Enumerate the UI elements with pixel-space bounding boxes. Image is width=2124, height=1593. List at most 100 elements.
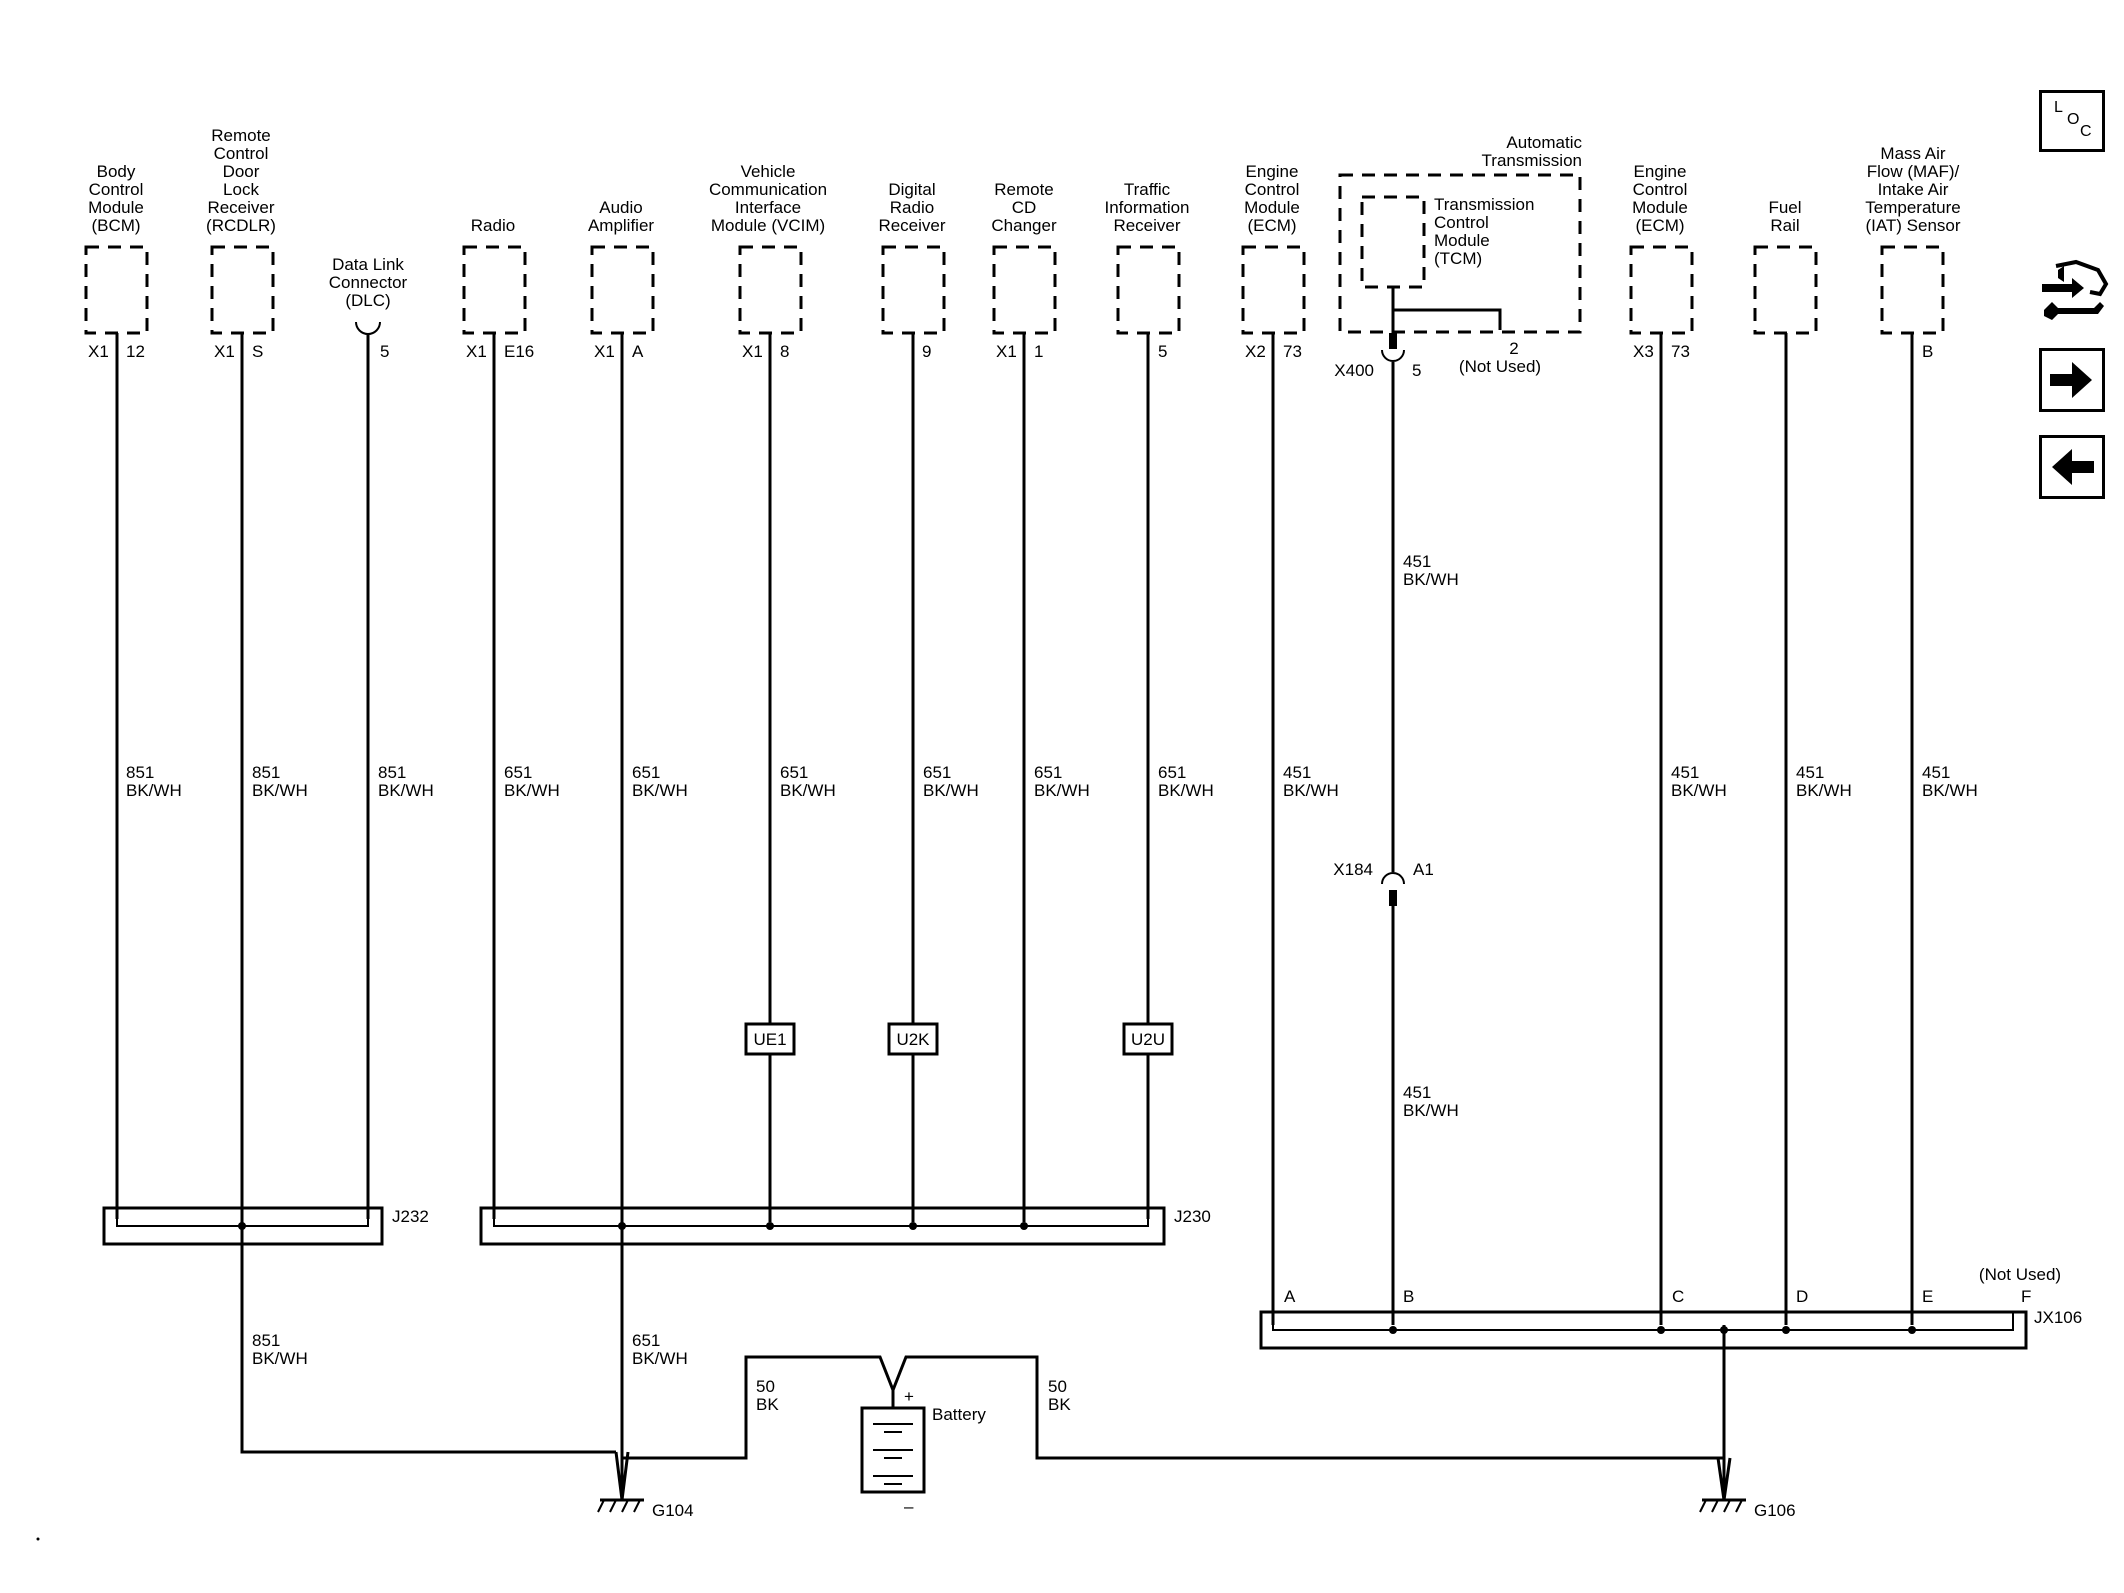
- wires: [115, 333, 1914, 1500]
- tcm-box[interactable]: [1360, 195, 1426, 289]
- svg-text:B: B: [1922, 342, 1933, 361]
- svg-text:851: 851: [252, 1331, 280, 1350]
- ground-g106[interactable]: G106: [1699, 1457, 1796, 1520]
- svg-text:Rail: Rail: [1770, 216, 1799, 235]
- component-box-rcdlr[interactable]: [210, 245, 275, 335]
- component-label-amp: Audio Amplifier: [588, 198, 654, 235]
- svg-text:E: E: [1922, 1287, 1933, 1306]
- svg-text:(TCM): (TCM): [1434, 249, 1482, 268]
- svg-text:Remote: Remote: [994, 180, 1054, 199]
- svg-text:Receiver: Receiver: [878, 216, 945, 235]
- svg-text:X3: X3: [1633, 342, 1654, 361]
- svg-text:Engine: Engine: [1246, 162, 1299, 181]
- svg-text:73: 73: [1671, 342, 1690, 361]
- splice-pack-j232[interactable]: J232: [102, 1206, 429, 1246]
- previous-page-button[interactable]: [2039, 435, 2105, 499]
- svg-text:Module: Module: [88, 198, 144, 217]
- svg-text:451: 451: [1922, 763, 1950, 782]
- splice-pack-jx106[interactable]: JX106 A B C D E F (Not Used): [1259, 1265, 2082, 1350]
- svg-text:Changer: Changer: [991, 216, 1057, 235]
- svg-text:BK/WH: BK/WH: [1403, 1101, 1459, 1120]
- transmission-box[interactable]: [1338, 173, 1582, 334]
- component-box-ecm-x2[interactable]: [1241, 245, 1306, 335]
- svg-text:Engine: Engine: [1634, 162, 1687, 181]
- component-box-cdc[interactable]: [992, 245, 1057, 335]
- svg-text:Communication: Communication: [709, 180, 827, 199]
- svg-text:Radio: Radio: [890, 198, 934, 217]
- next-page-button[interactable]: [2039, 348, 2105, 412]
- component-box-vcim[interactable]: [738, 245, 803, 335]
- svg-text:Module: Module: [1244, 198, 1300, 217]
- svg-text:A: A: [632, 342, 644, 361]
- svg-text:BK/WH: BK/WH: [1034, 781, 1090, 800]
- component-label-drr: Digital Radio Receiver: [878, 180, 945, 235]
- svg-text:Fuel: Fuel: [1768, 198, 1801, 217]
- svg-text:J232: J232: [392, 1207, 429, 1226]
- wire-rcdlr: [240, 333, 616, 1454]
- svg-text:Traffic: Traffic: [1124, 180, 1171, 199]
- svg-text:451: 451: [1403, 1083, 1431, 1102]
- svg-text:Amplifier: Amplifier: [588, 216, 654, 235]
- svg-text:Radio: Radio: [471, 216, 515, 235]
- component-label-ecm-x2: Engine Control Module (ECM): [1244, 162, 1300, 235]
- svg-text:BK/WH: BK/WH: [632, 1349, 688, 1368]
- svg-text:Vehicle: Vehicle: [741, 162, 796, 181]
- splice-box-ue1[interactable]: UE1: [744, 1022, 796, 1056]
- tcm-pin2-stub: [1391, 287, 1502, 330]
- svg-text:Control: Control: [1245, 180, 1300, 199]
- svg-text:CD: CD: [1012, 198, 1037, 217]
- arrow-right-icon: [2050, 362, 2092, 398]
- svg-text:8: 8: [780, 342, 789, 361]
- component-label-ecm-x3: Engine Control Module (ECM): [1632, 162, 1688, 235]
- component-box-bcm[interactable]: [84, 245, 149, 335]
- wrench-car-icon[interactable]: [2038, 258, 2110, 328]
- component-box-amp[interactable]: [590, 245, 655, 335]
- splice-box-u2k[interactable]: U2K: [887, 1022, 939, 1056]
- svg-text:G106: G106: [1754, 1501, 1796, 1520]
- svg-text:(BCM): (BCM): [91, 216, 140, 235]
- svg-text:JX106: JX106: [2034, 1308, 2082, 1327]
- svg-text:Control: Control: [1434, 213, 1489, 232]
- svg-text:X184: X184: [1333, 860, 1373, 879]
- svg-text:BK/WH: BK/WH: [1403, 570, 1459, 589]
- svg-text:9: 9: [922, 342, 931, 361]
- svg-text:651: 651: [1034, 763, 1062, 782]
- svg-text:1: 1: [1034, 342, 1043, 361]
- svg-text:X1: X1: [214, 342, 235, 361]
- tcm-pin2: 2: [1509, 339, 1518, 358]
- svg-text:651: 651: [780, 763, 808, 782]
- component-label-fuel-rail: Fuel Rail: [1768, 198, 1801, 235]
- component-box-drr[interactable]: [881, 245, 946, 335]
- component-box-ecm-x3[interactable]: [1629, 245, 1694, 335]
- svg-text:Transmission: Transmission: [1434, 195, 1534, 214]
- component-box-maf[interactable]: [1880, 245, 1945, 335]
- component-box-fuel-rail[interactable]: [1753, 245, 1818, 335]
- svg-text:451: 451: [1671, 763, 1699, 782]
- svg-text:851: 851: [126, 763, 154, 782]
- svg-text:Remote: Remote: [211, 126, 271, 145]
- x400-socket-icon: [1381, 349, 1405, 362]
- location-button[interactable]: L O C: [2039, 90, 2105, 152]
- svg-text:BK/WH: BK/WH: [1158, 781, 1214, 800]
- component-label-vcim: Vehicle Communication Interface Module (…: [709, 162, 827, 235]
- svg-text:U2K: U2K: [896, 1030, 930, 1049]
- svg-text:(IAT) Sensor: (IAT) Sensor: [1865, 216, 1960, 235]
- svg-text:Battery: Battery: [932, 1405, 986, 1424]
- x400-connector-label: X400: [1334, 361, 1374, 380]
- svg-text:A: A: [1284, 1287, 1296, 1306]
- splice-box-u2u[interactable]: U2U: [1122, 1022, 1174, 1056]
- x400-pin-label: 5: [1412, 361, 1421, 380]
- svg-text:BK: BK: [1048, 1395, 1071, 1414]
- svg-text:D: D: [1796, 1287, 1808, 1306]
- svg-text:(DLC): (DLC): [345, 291, 390, 310]
- battery[interactable]: Battery + –: [860, 1387, 986, 1516]
- svg-text:C: C: [1672, 1287, 1684, 1306]
- component-box-radio[interactable]: [462, 245, 527, 335]
- ground-g104[interactable]: G104: [597, 1451, 694, 1520]
- svg-text:Information: Information: [1104, 198, 1189, 217]
- location-icon: L O C: [2054, 99, 2092, 140]
- component-label-rcdlr: Remote Control Door Lock Receiver (RCDLR…: [206, 126, 276, 235]
- svg-text:(RCDLR): (RCDLR): [206, 216, 276, 235]
- component-box-tir[interactable]: [1116, 245, 1181, 335]
- splice-pack-j230[interactable]: J230: [479, 1206, 1211, 1246]
